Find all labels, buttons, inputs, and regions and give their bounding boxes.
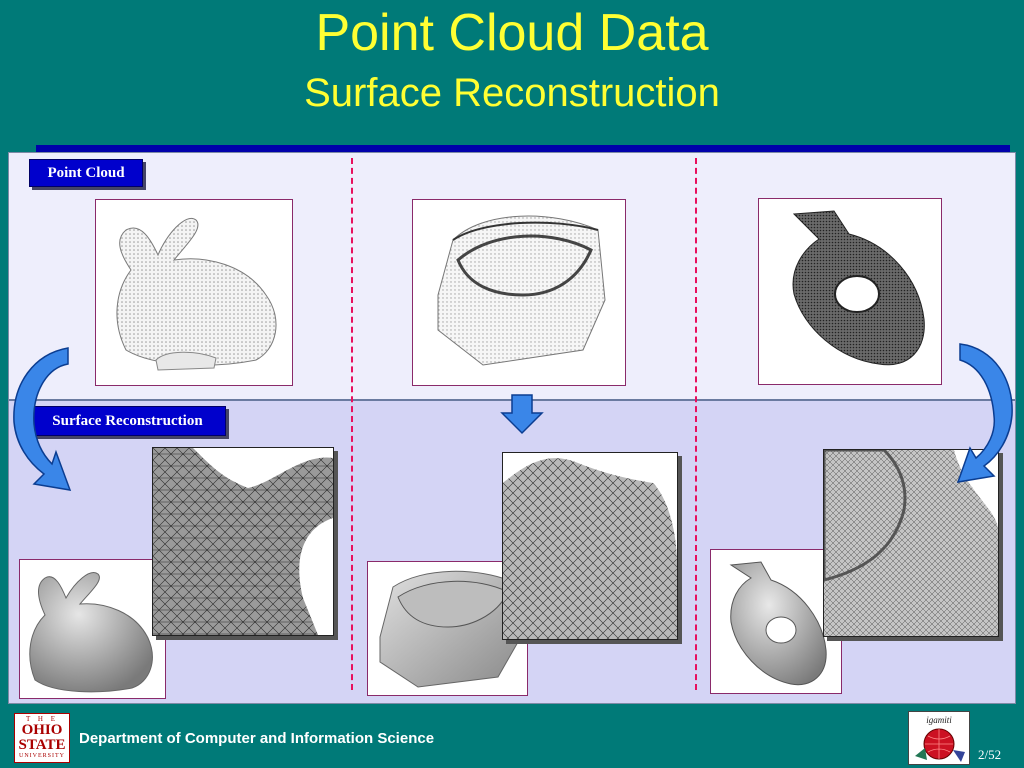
teeth-point-cloud-image <box>412 199 626 386</box>
lab-logo: igamiti <box>908 711 970 765</box>
title-rule <box>36 145 1010 152</box>
page-number: 2/52 <box>978 747 1002 762</box>
column-divider-right <box>695 158 697 690</box>
slide-subtitle: Surface Reconstruction <box>304 71 720 115</box>
bunny-surface-image <box>19 559 166 699</box>
globe-icon <box>915 728 965 762</box>
curved-arrow-icon <box>13 347 72 491</box>
rocker-arm-point-cloud-image <box>758 198 942 385</box>
slide-title: Point Cloud Data <box>315 4 709 62</box>
bunny-mesh-closeup <box>152 447 334 636</box>
teeth-mesh-closeup <box>502 452 678 640</box>
logo-text-state: STATE <box>18 737 66 753</box>
teeth-surface-image <box>367 561 528 696</box>
lab-logo-text: igamiti <box>926 715 952 725</box>
department-name: Department of Computer and Information S… <box>79 730 435 747</box>
curved-arrow-icon <box>956 343 1013 483</box>
bunny-point-cloud-image <box>95 199 293 386</box>
logo-text-the: T H E <box>26 715 58 723</box>
surface-reconstruction-label: Surface Reconstruction <box>29 406 226 436</box>
logo-text-university: UNIVERSITY <box>19 753 65 759</box>
content-frame <box>8 152 1016 704</box>
point-cloud-label: Point Cloud <box>29 159 143 187</box>
ohio-state-logo: T H E OHIO STATE UNIVERSITY <box>14 713 70 763</box>
rocker-arm-surface-image <box>710 549 842 694</box>
down-arrow-icon <box>500 394 544 435</box>
column-divider-left <box>351 158 353 690</box>
logo-text-ohio: OHIO <box>21 722 63 738</box>
